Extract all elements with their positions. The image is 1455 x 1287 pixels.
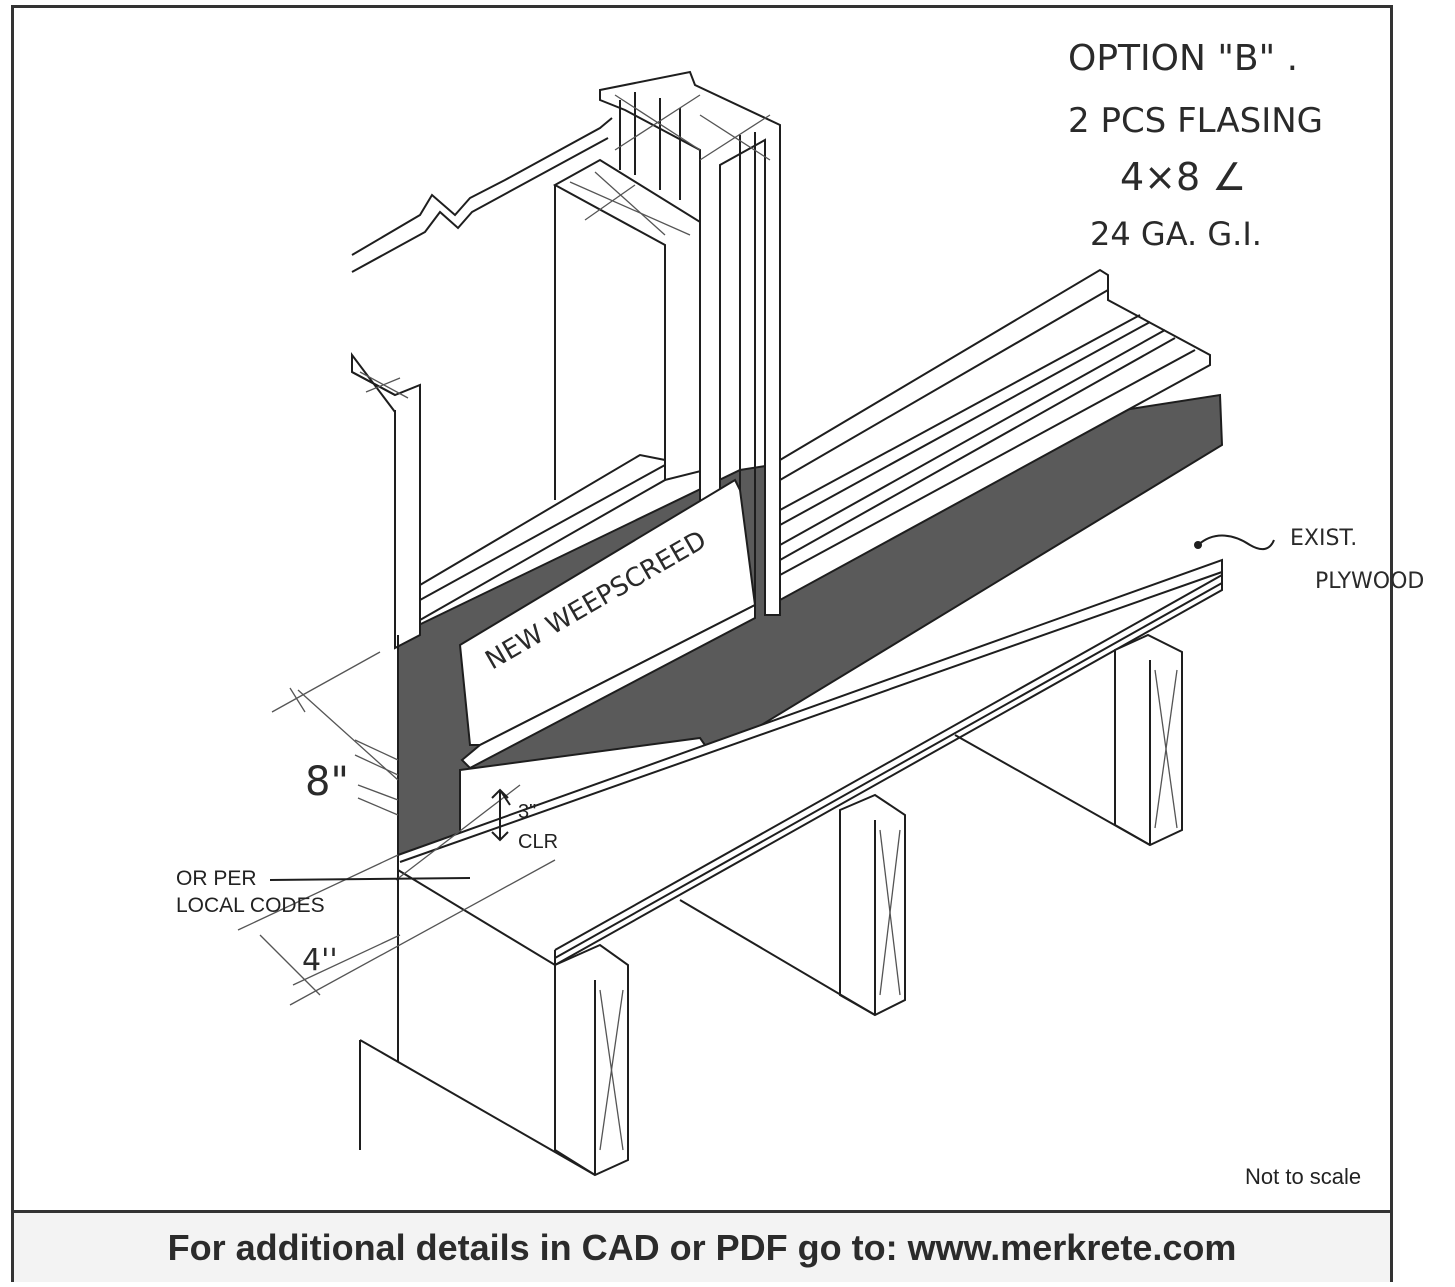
plywood-label: PLYWOOD <box>1315 569 1424 594</box>
corner-stud <box>351 352 421 1062</box>
flashing-size-note: 4×8 ∠ <box>1120 155 1246 199</box>
footer-banner: For additional details in CAD or PDF go … <box>14 1210 1390 1282</box>
joist-middle <box>679 793 906 1017</box>
window-frame-profiles <box>351 70 781 621</box>
dimension-lines <box>237 651 556 1006</box>
window-stud <box>552 158 706 500</box>
dimension-8in: 8" <box>305 759 349 805</box>
clearance-value: 3" <box>518 801 536 823</box>
code-note-line1: OR PER <box>176 867 257 890</box>
exist-label: EXIST. <box>1290 526 1357 551</box>
clearance-label: CLR <box>518 831 558 853</box>
option-title: OPTION "B" . <box>1068 38 1298 79</box>
new-weepscreed: NEW WEEPSCREED <box>458 478 757 770</box>
scale-note: Not to scale <box>1245 1164 1361 1189</box>
gauge-note: 24 GA. G.I. <box>1090 215 1262 253</box>
dimension-4in: 4'' <box>302 943 338 978</box>
joist-back <box>954 633 1183 847</box>
code-note-line2: LOCAL CODES <box>176 894 325 917</box>
joist-front <box>359 943 629 1177</box>
plywood-floor <box>397 558 1223 967</box>
flashing-pieces-note: 2 PCS FLASING <box>1068 101 1323 141</box>
horizontal-track <box>779 268 1211 602</box>
floor-joists <box>359 633 1183 1177</box>
footer-link-text[interactable]: For additional details in CAD or PDF go … <box>167 1226 1237 1268</box>
plywood-leader <box>1194 534 1275 551</box>
